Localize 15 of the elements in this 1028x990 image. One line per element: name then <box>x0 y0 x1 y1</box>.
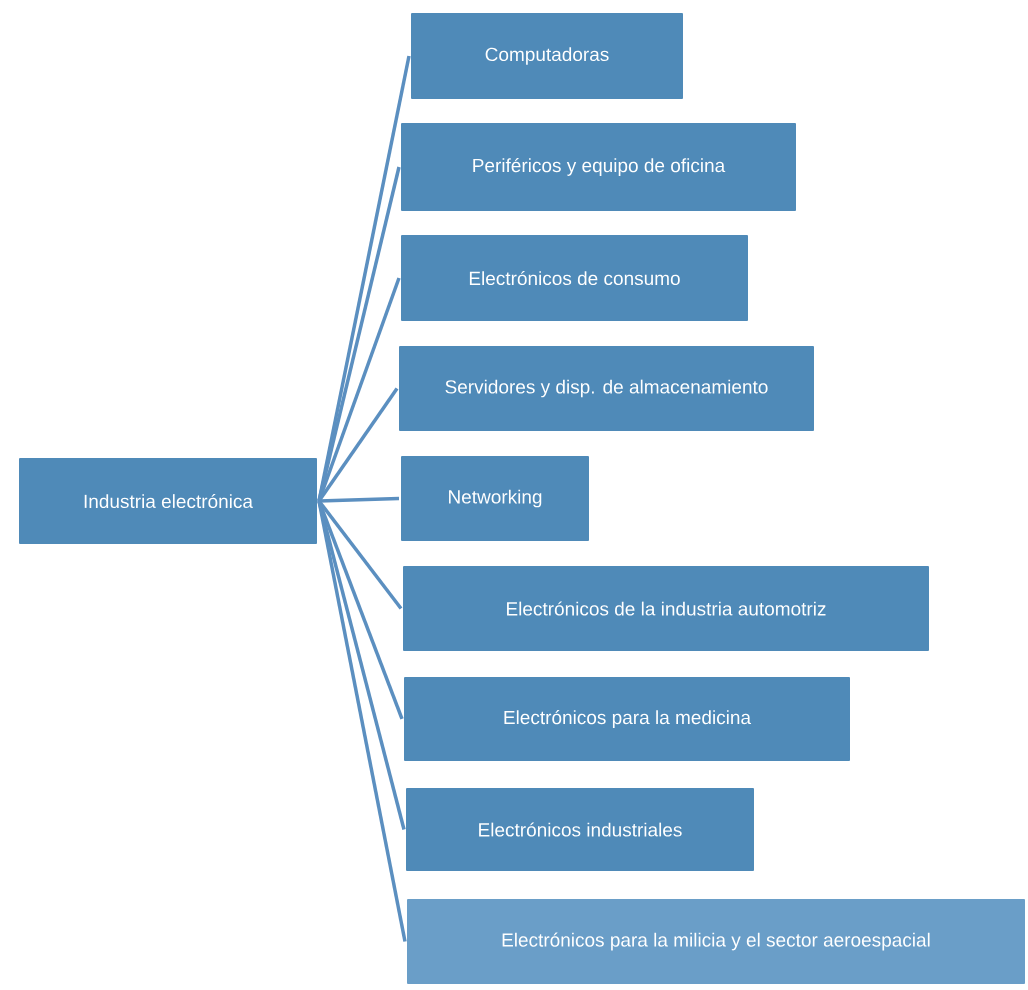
category-box: Electrónicos para la medicina <box>402 675 852 763</box>
category-box: Servidores y disp. de almacenamiento <box>397 344 816 433</box>
category-box: Industria electrónica <box>17 456 319 546</box>
category-box: Networking <box>399 454 591 543</box>
category-box: Electrónicos de la industria automotriz <box>401 564 931 653</box>
connector-line <box>317 500 404 720</box>
category-box: Electrónicos de consumo <box>399 233 750 323</box>
category-box: Electrónicos industriales <box>404 786 756 873</box>
category-box: Electrónicos para la milicia y el sector aeroespacial <box>405 897 1027 986</box>
connector-line <box>317 166 401 502</box>
connector-line <box>318 496 400 503</box>
category-box: Periféricos y equipo de oficina <box>399 121 798 213</box>
connector-line <box>317 277 401 502</box>
category-box: Computadoras <box>409 11 685 101</box>
connector-line <box>317 500 407 942</box>
